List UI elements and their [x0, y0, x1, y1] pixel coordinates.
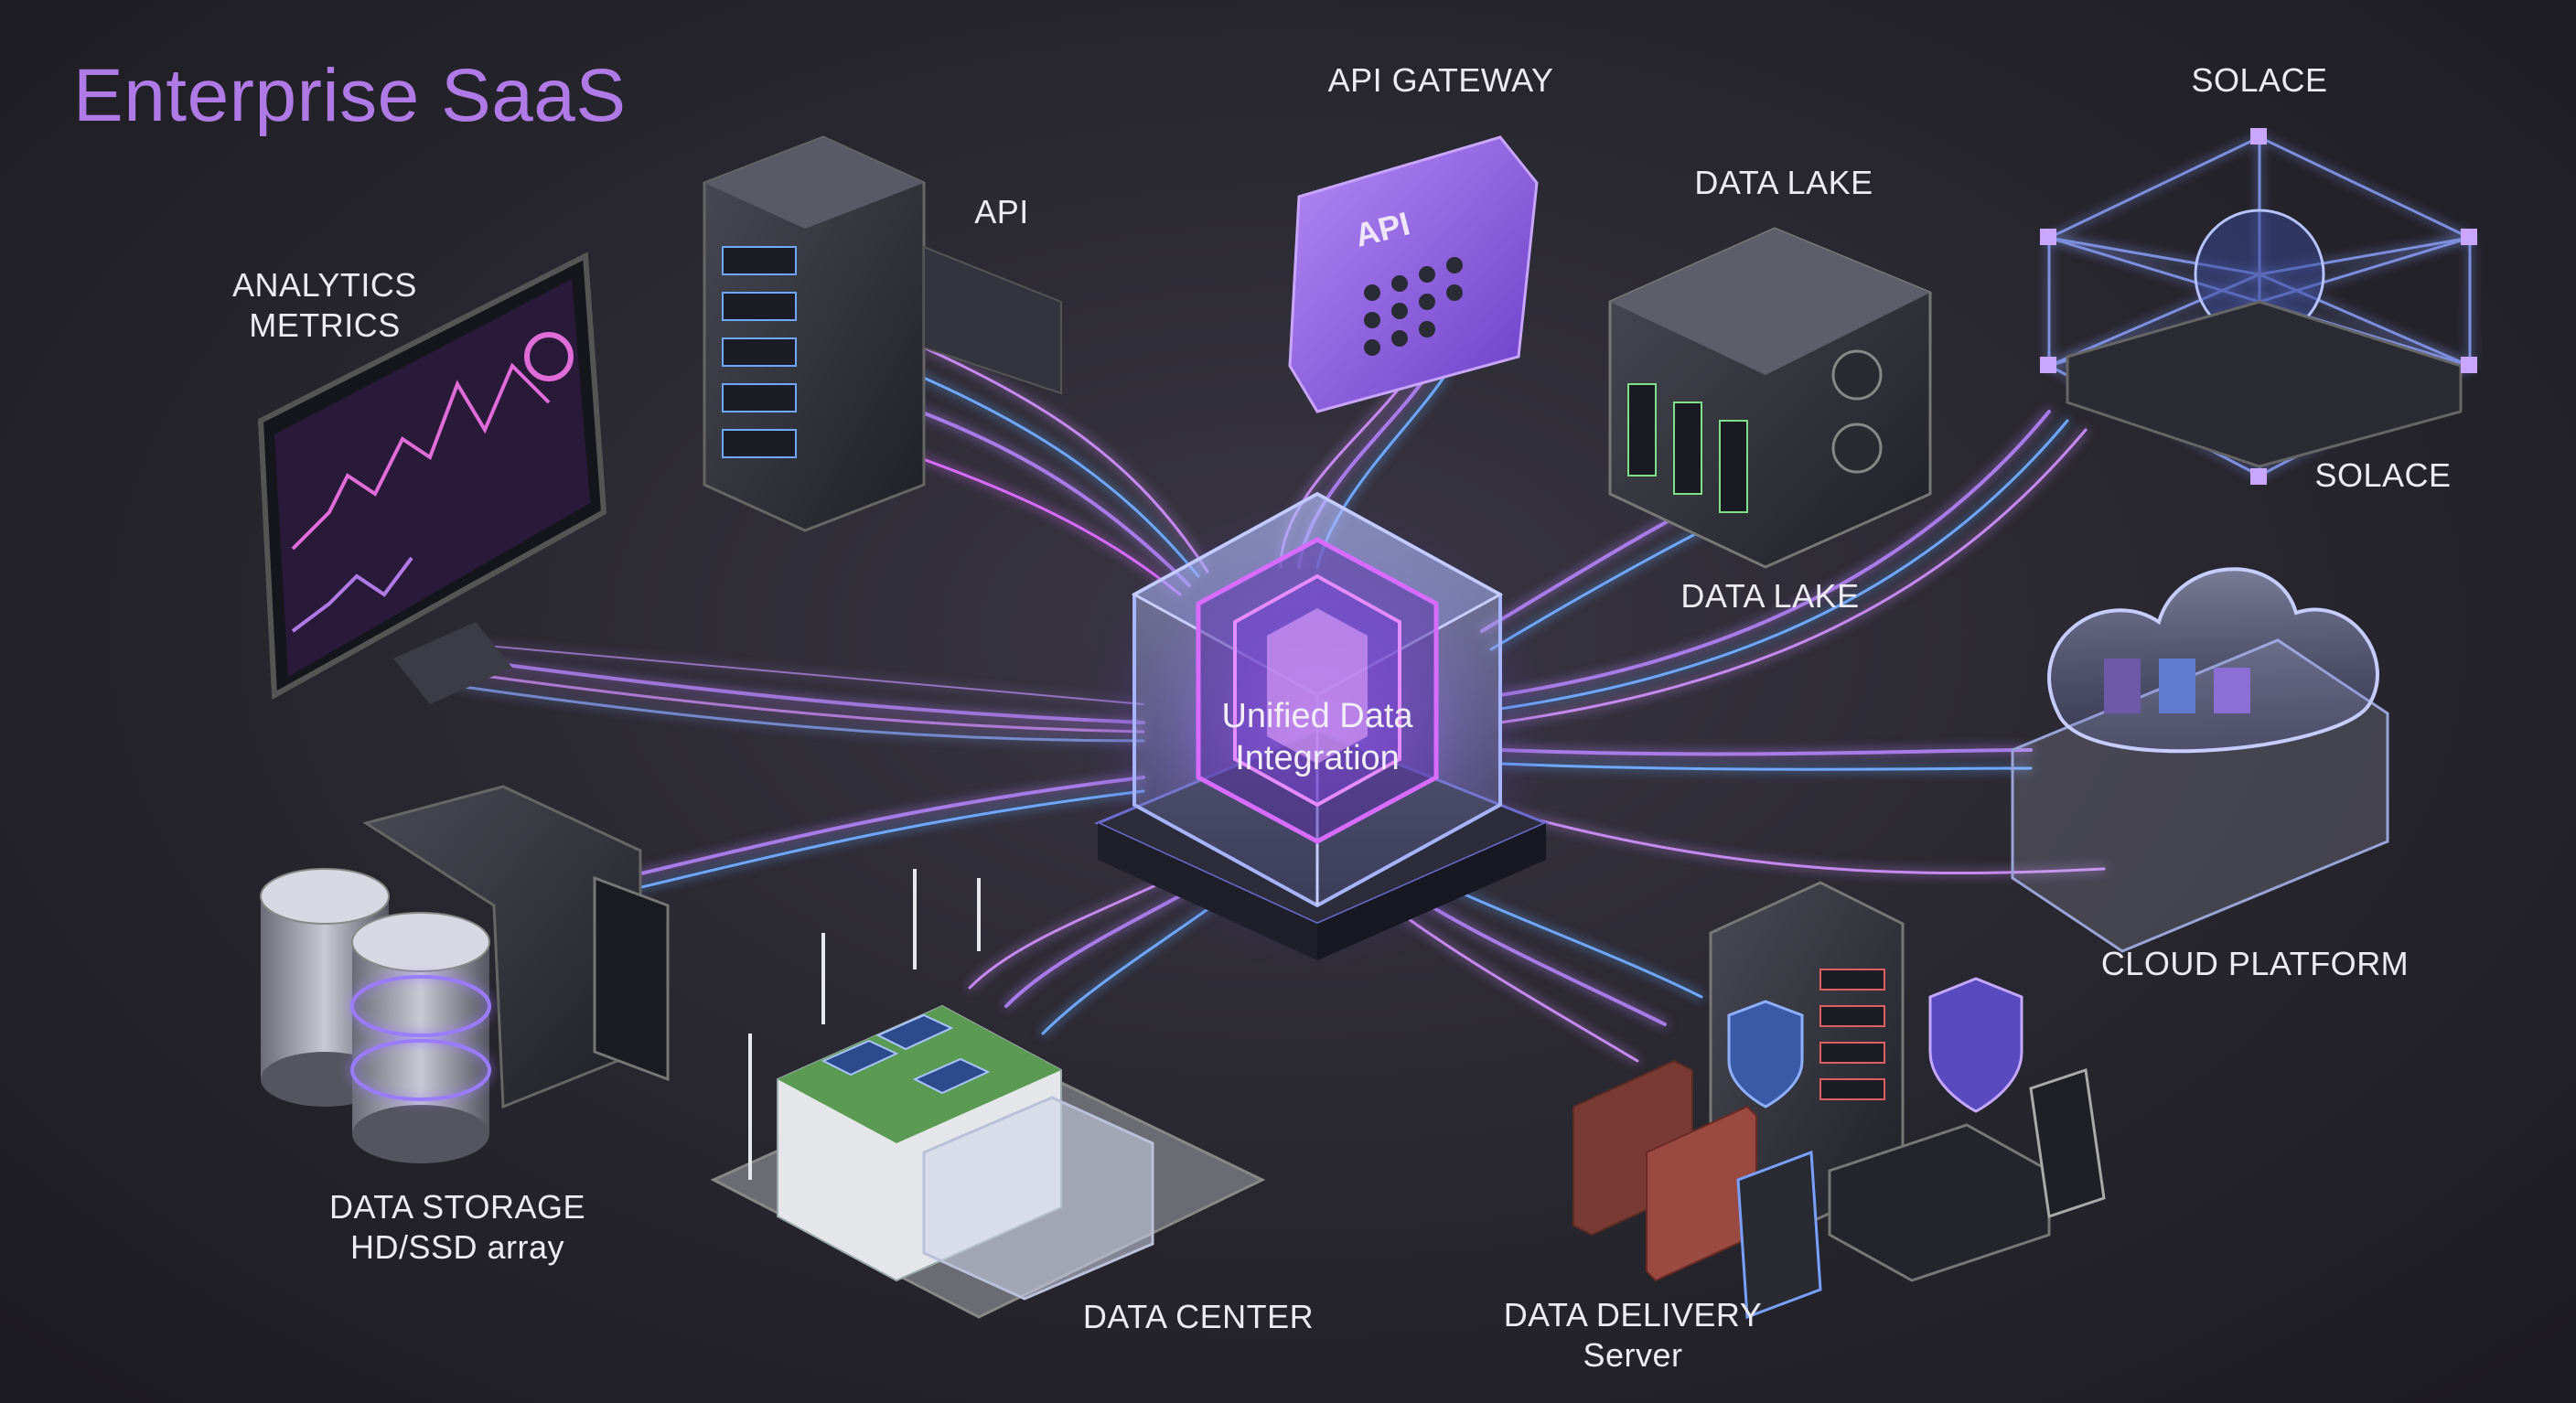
data-delivery-server[interactable] [1572, 881, 2106, 1320]
api-server-rack[interactable] [703, 135, 1062, 532]
label-solace-top: SOLACE [2191, 61, 2328, 99]
label-data-lake-top: DATA LAKE [1694, 164, 1873, 201]
label-data-delivery-line1: DATA DELIVERY [1503, 1296, 1763, 1333]
label-solace-right: SOLACE [2314, 456, 2452, 494]
label-api-gateway: API GATEWAY [1327, 61, 1554, 99]
label-data-storage: DATA STORAGE HD/SSD array [320, 1187, 595, 1268]
hub-label-line2: Integration [1235, 739, 1400, 777]
data-center-building[interactable] [710, 869, 1266, 1319]
label-data-center: DATA CENTER [1082, 1298, 1315, 1335]
label-analytics-line1: ANALYTICS [232, 266, 417, 304]
label-api: API [974, 193, 1029, 230]
label-data-delivery: DATA DELIVERY Server [1500, 1295, 1766, 1376]
data-storage-array[interactable] [260, 785, 670, 1163]
solace-network-hub[interactable] [2040, 128, 2477, 485]
label-data-storage-line1: DATA STORAGE [328, 1188, 586, 1226]
analytics-monitor[interactable] [257, 252, 607, 704]
api-gateway-device[interactable]: API [1288, 135, 1539, 413]
cloud-platform[interactable] [2011, 567, 2389, 953]
label-data-lake-bottom: DATA LAKE [1680, 577, 1860, 615]
label-data-delivery-line2: Server [1583, 1336, 1683, 1374]
hub-label-line1: Unified Data [1221, 697, 1413, 735]
data-lake-servers[interactable] [1608, 227, 1932, 569]
label-analytics: ANALYTICS METRICS [220, 265, 430, 346]
unified-data-integration-hub[interactable] [1079, 491, 1555, 969]
page-title: Enterprise SaaS [73, 54, 627, 137]
label-cloud-platform: CLOUD PLATFORM [2100, 945, 2410, 982]
label-analytics-line2: METRICS [249, 306, 401, 344]
label-data-storage-line2: HD/SSD array [349, 1228, 565, 1266]
hub-label: Unified Data Integration [1189, 695, 1445, 779]
